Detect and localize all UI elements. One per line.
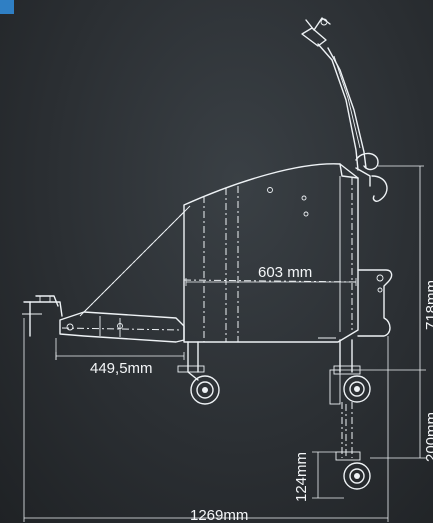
front-caster-wheel xyxy=(177,341,220,405)
handle xyxy=(301,17,367,171)
dim-total-length: 1269mm xyxy=(190,507,248,523)
dimension-labels: 603 mm 449,5mm 1269mm 718mm 200mm 124mm xyxy=(90,264,433,523)
chain xyxy=(79,205,191,317)
rear-caster-wheel-lower xyxy=(335,402,371,490)
dim-wheel-offset: 124mm xyxy=(293,452,310,502)
corner-tab xyxy=(0,0,14,14)
dimension-lines xyxy=(23,165,426,522)
dim-arm-length: 449,5mm xyxy=(90,360,153,377)
rear-caster-wheel-upper xyxy=(329,339,371,405)
main-body xyxy=(183,163,359,343)
lower-arm xyxy=(22,295,185,343)
dim-height: 718mm xyxy=(423,280,433,330)
dim-wheel-drop: 200mm xyxy=(423,412,433,462)
side-bracket xyxy=(357,269,393,337)
dim-inner-width: 603 mm xyxy=(258,264,312,281)
latch-hook xyxy=(355,152,388,202)
